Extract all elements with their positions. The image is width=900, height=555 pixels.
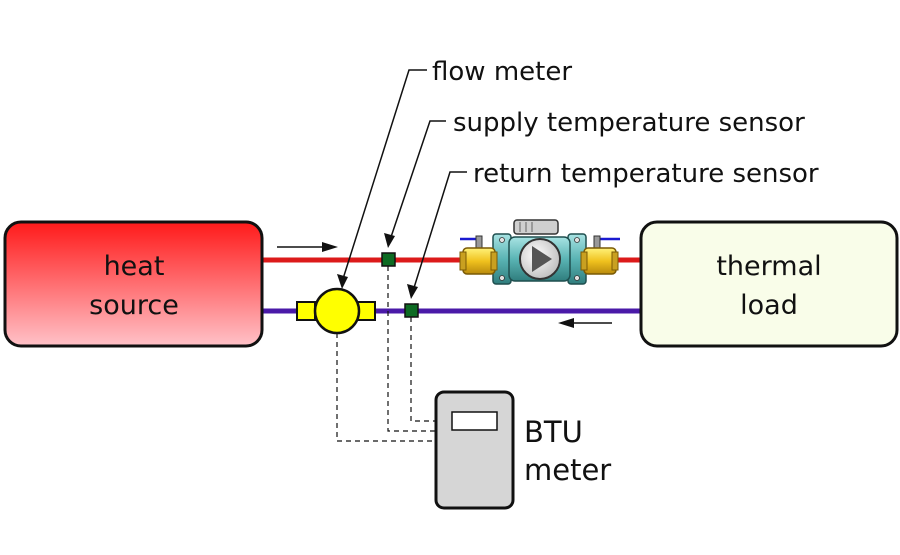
supply-sensor-leader <box>389 120 446 241</box>
flow-meter-label: flow meter <box>432 57 572 87</box>
heat-source-box <box>3 220 264 348</box>
supply-temperature-sensor-label: supply temperature sensor <box>453 108 805 138</box>
return-sensor-leader <box>412 171 467 292</box>
thermal-load-label-line1: thermal <box>716 251 821 282</box>
heat-source-label-line1: heat <box>104 251 165 282</box>
flow-meter-signal-wire <box>336 333 437 442</box>
arrow-right-icon <box>277 242 338 252</box>
return-temperature-sensor-icon <box>404 303 419 318</box>
btu-meter-icon <box>434 390 515 510</box>
thermal-load-box <box>639 220 899 348</box>
btu-meter-label-line1: BTU <box>524 415 583 449</box>
return-sensor-signal-wire <box>410 317 437 422</box>
flow-meter-icon <box>296 287 376 335</box>
circulator-pump-icon <box>492 219 587 285</box>
ball-valve-icon <box>459 235 498 275</box>
arrow-left-icon <box>558 318 612 328</box>
supply-sensor-signal-wire <box>387 266 437 432</box>
btu-meter-label-line2: meter <box>524 453 611 487</box>
flow-meter-leader <box>341 69 427 283</box>
ball-valve-icon <box>580 235 620 275</box>
return-temperature-sensor-label: return temperature sensor <box>473 159 819 189</box>
heat-source-label-line2: source <box>89 290 179 321</box>
thermal-load-label-line2: load <box>740 290 798 321</box>
supply-temperature-sensor-icon <box>381 252 396 267</box>
